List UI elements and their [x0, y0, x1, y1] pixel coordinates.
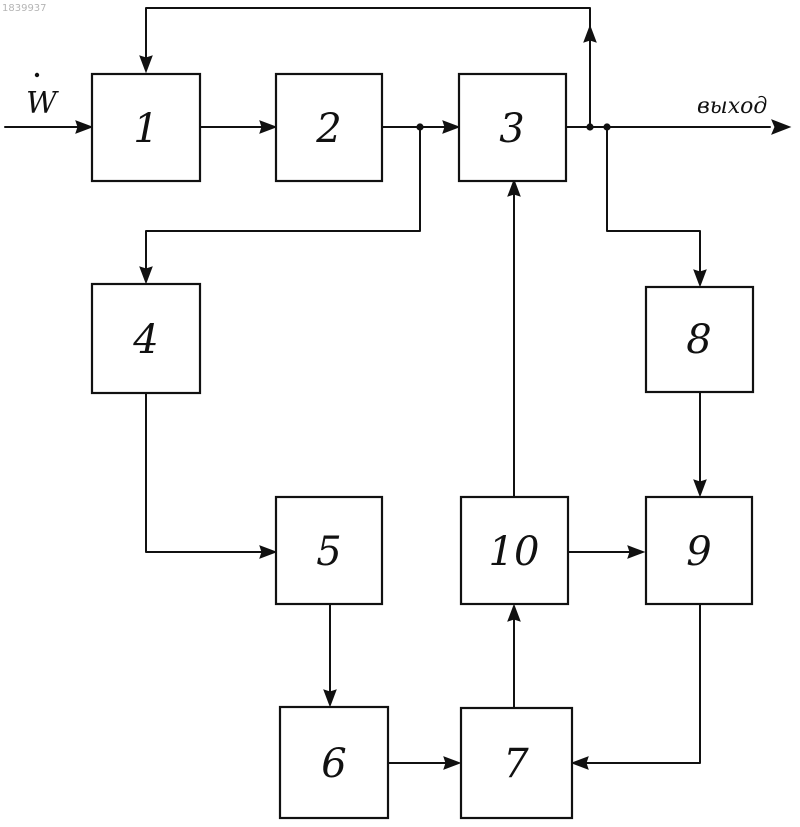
input-dot-mark	[35, 73, 39, 77]
arrowhead-into-8	[694, 270, 706, 286]
junction-dot-to-8	[603, 123, 610, 130]
block-9-label: 9	[686, 529, 711, 575]
block-2: 2	[276, 74, 382, 181]
arrowhead-into-5	[260, 546, 276, 558]
wire-4-to-5	[146, 393, 272, 552]
block-2-label: 2	[315, 106, 341, 152]
arrowhead-into-7	[444, 757, 460, 769]
arrowhead-into-1	[76, 121, 92, 133]
block-6: 6	[280, 707, 388, 818]
block-1-label: 1	[133, 106, 158, 152]
arrowhead-into-9	[628, 546, 644, 558]
block-5: 5	[276, 497, 382, 604]
block-1: 1	[92, 74, 200, 181]
block-4: 4	[92, 284, 200, 393]
wire-3-to-8	[607, 127, 700, 280]
block-8-label: 8	[686, 317, 711, 363]
block-6-label: 6	[321, 741, 346, 787]
block-3-label: 3	[499, 106, 524, 152]
block-4-label: 4	[132, 317, 158, 363]
input-label: W	[26, 86, 59, 121]
wire-9-to-7	[576, 604, 700, 763]
block-5-label: 5	[316, 529, 341, 575]
block-7-label: 7	[503, 741, 529, 787]
arrowhead-feedback-up	[584, 26, 596, 42]
arrowhead-into-1-top	[140, 56, 152, 72]
arrowhead-into-4	[140, 267, 152, 283]
arrowhead-into-9-top	[694, 480, 706, 496]
block-10: 10	[461, 497, 568, 604]
junction-dot-after-2	[416, 123, 423, 130]
junction-dot-feedback	[586, 123, 593, 130]
arrowhead-output	[772, 120, 790, 134]
block-3: 3	[459, 74, 566, 181]
arrowhead-into-10	[508, 605, 520, 621]
block-10-label: 10	[489, 529, 540, 575]
block-9: 9	[646, 497, 752, 604]
output-label: выход	[697, 94, 767, 119]
document-code: 1839937	[2, 3, 47, 14]
arrowhead-into-6	[324, 690, 336, 706]
block-7: 7	[461, 708, 572, 818]
arrowhead-into-3-bottom	[508, 180, 520, 196]
arrowhead-into-3	[443, 121, 459, 133]
arrowhead-into-7-right	[572, 757, 588, 769]
block-8: 8	[646, 287, 753, 392]
arrowhead-into-2	[260, 121, 276, 133]
